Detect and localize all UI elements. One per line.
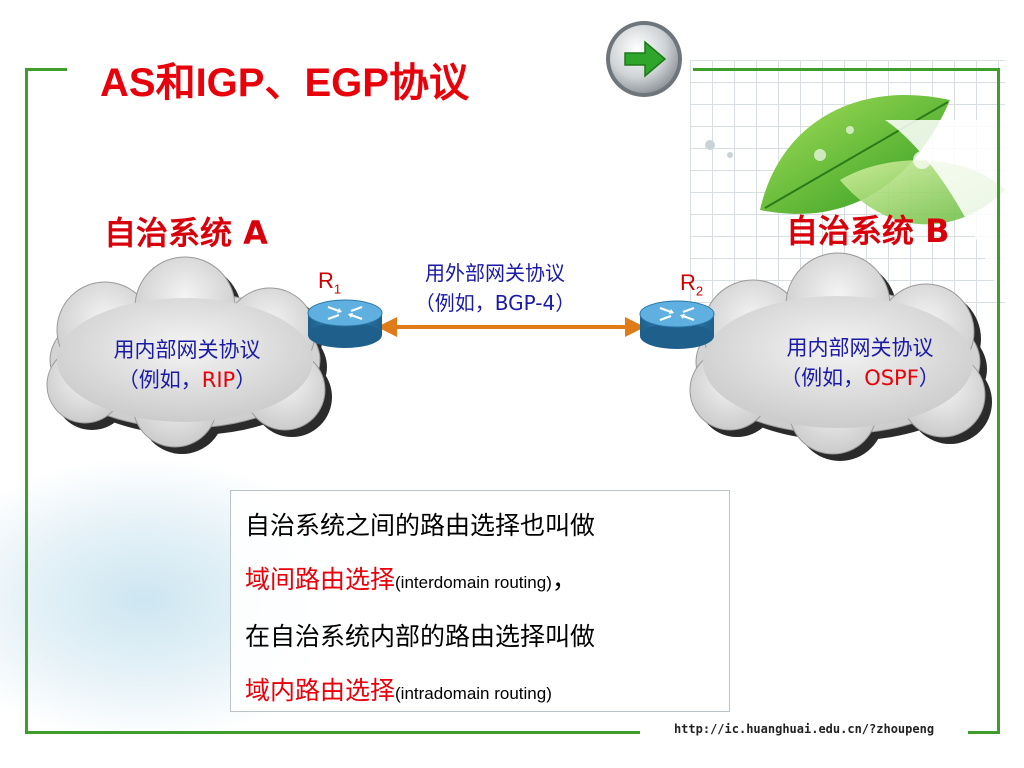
info-line-2: 域间路由选择(interdomain routing)， [245,553,715,610]
router-r2-index: 2 [695,283,704,299]
frame-left [25,68,28,734]
interdomain-en: (interdomain routing) [395,573,552,592]
info-line-3: 在自治系统内部的路由选择叫做 [245,622,596,651]
router-r2-icon [639,300,715,349]
as-b-igp-text: 用内部网关协议 （例如，OSPF） [745,333,975,393]
router-r1-index: 1 [333,281,342,297]
frame-bottom [25,731,1000,734]
cloud-as-b [689,252,992,461]
as-a-igp-text: 用内部网关协议 （例如，RIP） [72,335,302,395]
cloud-as-a [46,256,332,454]
page-title: AS和IGP、EGP协议 [100,61,469,105]
egp-label: 用外部网关协议 （例如，BGP-4） [380,258,610,318]
router-r1-icon [307,299,383,348]
as-a-igp-line1: 用内部网关协议 [113,338,261,362]
egp-line2: （例如，BGP-4） [414,291,576,315]
as-a-igp-line2: （例如，RIP） [72,365,302,395]
next-slide-button[interactable] [603,18,685,100]
frame-right [997,68,1000,734]
as-b-igp-line2: （例如，OSPF） [745,363,975,393]
intradomain-term: 域内路由选择 [245,676,396,705]
as-b-title: 自治系统 B [786,212,950,250]
info-line-4: 域内路由选择(intradomain routing) [245,664,715,721]
as-b-igp-protocol: OSPF [864,366,919,390]
as-a-igp-prefix: （例如， [117,368,202,392]
as-a-igp-suffix: ） [235,368,257,392]
as-a-igp-protocol: RIP [201,368,236,392]
router-r2-label: R2 [680,270,703,298]
as-b-igp-prefix: （例如， [780,366,865,390]
info-line-2-punct: ， [551,565,577,594]
footer-url: http://ic.huanghuai.edu.cn/?zhoupeng [640,718,968,740]
router-r2-letter: R [680,270,696,295]
interdomain-term: 域间路由选择 [245,565,396,594]
frame-top-left [25,68,67,71]
intradomain-en: (intradomain routing) [395,684,552,703]
info-box: 自治系统之间的路由选择也叫做 域间路由选择(interdomain routin… [230,490,730,712]
egp-line1: 用外部网关协议 [425,261,565,285]
as-a-title: 自治系统 A [104,214,268,252]
as-b-igp-suffix: ） [918,366,940,390]
info-line-1: 自治系统之间的路由选择也叫做 [245,511,596,540]
as-b-igp-line1: 用内部网关协议 [786,336,934,360]
right-arrow-icon [606,21,682,97]
egp-double-arrow [377,317,645,337]
router-r1-label: R1 [318,268,341,296]
frame-top-right [693,68,1000,71]
router-r1-letter: R [318,268,334,293]
leaf-decoration [705,94,1008,300]
